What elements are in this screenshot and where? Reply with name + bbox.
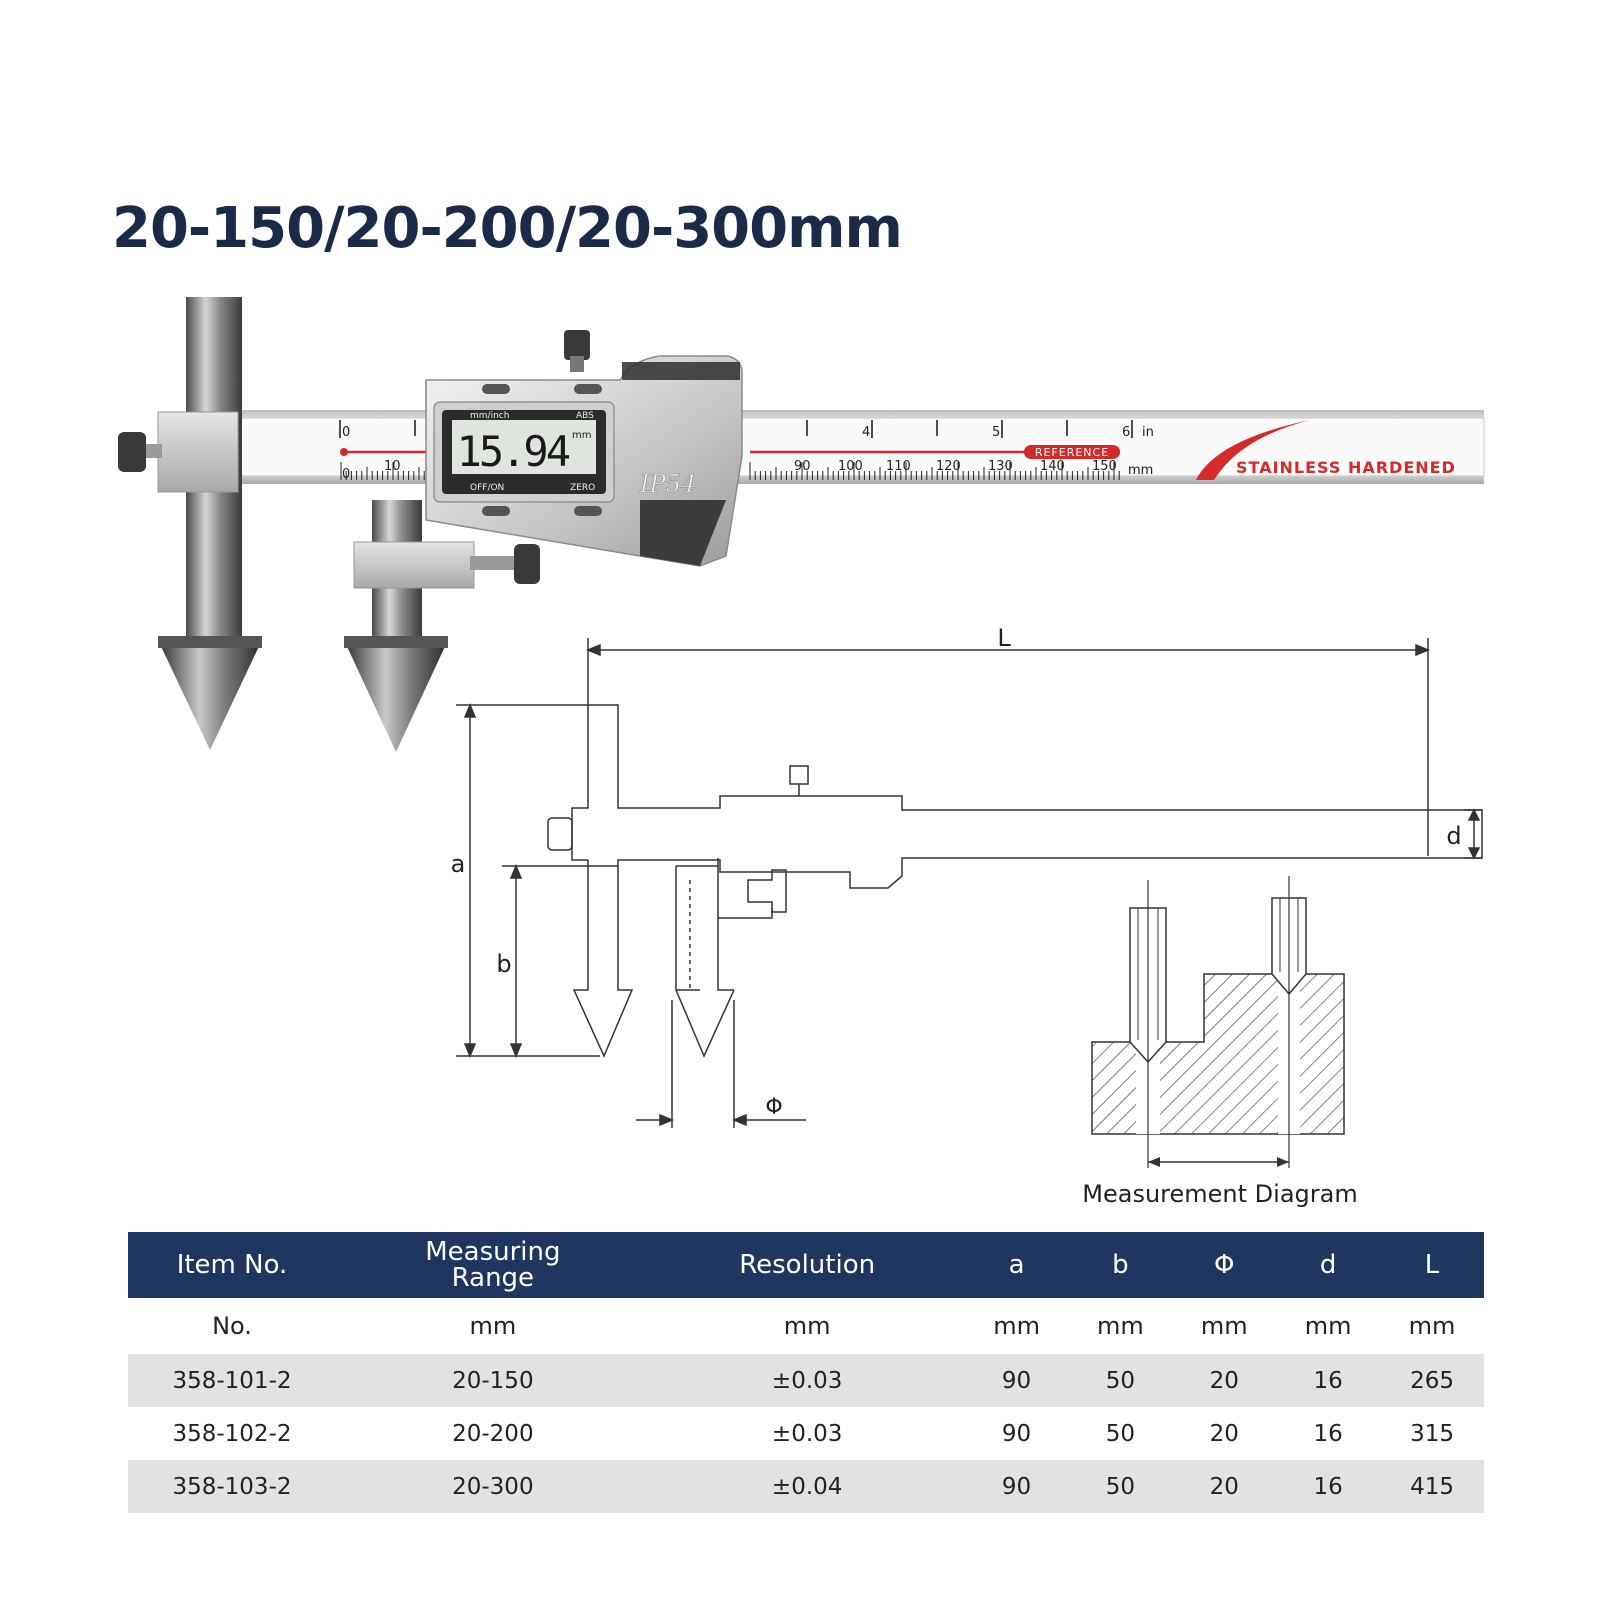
header-a: a [964, 1232, 1069, 1298]
inch-scale [339, 420, 1133, 438]
mm-tick-110: 110 [886, 459, 911, 474]
table-row: 358-103-2 20-300 ±0.04 90 50 20 16 415 [128, 1460, 1484, 1513]
power-button[interactable] [482, 506, 510, 516]
header-L: L [1380, 1232, 1484, 1298]
spec-table: Item No. Measuring Range Resolution a b … [128, 1232, 1484, 1513]
header-measuring-range: Measuring Range [336, 1232, 650, 1298]
reference-label: REFERENCE [1035, 446, 1109, 459]
zero-button[interactable] [574, 506, 602, 516]
measurement-diagram [1091, 876, 1345, 1168]
table-cell: 50 [1068, 1460, 1173, 1513]
reference-badge [1024, 445, 1120, 459]
table-cell: 50 [1068, 1354, 1173, 1407]
brand-swoosh [1196, 420, 1310, 480]
table-row: 358-101-2 20-150 ±0.03 90 50 20 16 265 [128, 1354, 1484, 1407]
inch-tick-0: 0 [342, 425, 350, 440]
lcd-zero-label: ZERO [570, 483, 595, 493]
mm-tick-150: 150 [1092, 459, 1117, 474]
sliding-clamp-block [353, 541, 475, 589]
mm-unit-label: mm [1128, 463, 1153, 478]
right-locking-screw-icon [514, 544, 540, 584]
mm-tick-100: 100 [838, 459, 863, 474]
table-cell: ±0.03 [771, 1420, 843, 1447]
label-L: L [997, 624, 1011, 652]
table-cell: mm [1408, 1312, 1456, 1340]
mm-tick-90: 90 [794, 459, 811, 474]
table-cell: 90 [964, 1354, 1069, 1407]
table-cell: 20 [1172, 1354, 1277, 1407]
mm-scale [340, 462, 1120, 480]
measurement-caption: Measurement Diagram [1082, 1180, 1357, 1208]
mm-tick-120: 120 [936, 459, 961, 474]
left-locking-screw-icon [118, 432, 146, 472]
fine-adjust-wheel-icon[interactable] [564, 330, 590, 360]
lcd-power-label: OFF/ON [470, 483, 504, 493]
technical-drawing [456, 638, 1483, 1128]
header-phi: Φ [1172, 1232, 1277, 1298]
table-cell: 358-101-2 [128, 1354, 336, 1407]
mm-tick-140: 140 [1040, 459, 1065, 474]
mode-button[interactable] [482, 384, 510, 394]
table-cell: ±0.03 [649, 1354, 965, 1407]
header-b: b [1068, 1232, 1173, 1298]
table-cell: ±0.04 [649, 1460, 965, 1513]
label-b: b [496, 950, 511, 978]
table-cell: mm [1097, 1312, 1144, 1340]
table-cell: 50 [1105, 1420, 1136, 1447]
page-title: 20-150/20-200/20-300mm [112, 196, 903, 261]
table-cell: No. [212, 1312, 252, 1340]
table-cell: 20-200 [452, 1420, 534, 1447]
table-cell: mm [993, 1312, 1040, 1340]
label-phi: Φ [765, 1095, 782, 1120]
table-cell: 16 [1276, 1354, 1381, 1407]
table-cell: 20 [1172, 1460, 1277, 1513]
table-cell: 358-103-2 [128, 1460, 336, 1513]
right-cone-tip [344, 640, 448, 752]
label-d: d [1446, 822, 1461, 850]
mm-tick-10: 10 [384, 459, 401, 474]
table-cell: 90 [1001, 1420, 1032, 1447]
brand-line: STAINLESS HARDENED [1236, 458, 1456, 477]
table-header-row: Item No. Measuring Range Resolution a b … [128, 1232, 1484, 1298]
table-cell: 315 [1410, 1420, 1454, 1447]
inch-tick-4: 4 [862, 425, 870, 440]
lcd-abs-label: ABS [576, 411, 594, 421]
mm-tick-0: 0 [342, 467, 350, 482]
table-cell: 16 [1313, 1420, 1343, 1447]
table-row: 358-102-2 20-200 ±0.03 90 50 20 16 315 [128, 1407, 1484, 1460]
label-a: a [451, 850, 466, 878]
table-cell: 90 [964, 1460, 1069, 1513]
table-cell: mm [1304, 1312, 1352, 1340]
left-clamp-block [157, 411, 239, 493]
table-cell: 16 [1276, 1460, 1381, 1513]
table-cell: 20-300 [336, 1460, 650, 1513]
left-cone-tip [158, 640, 262, 750]
mm-tick-130: 130 [988, 459, 1013, 474]
lcd-mode-label: mm/inch [470, 411, 509, 421]
abs-button[interactable] [574, 384, 602, 394]
inch-tick-6: 6 [1122, 425, 1130, 440]
inch-tick-5: 5 [992, 425, 1000, 440]
lcd-unit: mm [572, 430, 591, 441]
lcd-reading: 15.94 [457, 427, 570, 476]
table-units-row: No. mm mm mm mm mm mm mm [128, 1298, 1484, 1354]
table-cell: 358-102-2 [172, 1420, 292, 1447]
table-cell: 20 [1209, 1420, 1239, 1447]
header-resolution: Resolution [649, 1232, 965, 1298]
table-cell: 20-150 [336, 1354, 650, 1407]
table-cell: 265 [1380, 1354, 1484, 1407]
product-artwork: 0 4 5 6 in REFERENCE 0 10 90 100 110 120… [118, 297, 1485, 1208]
table-cell: 415 [1380, 1460, 1484, 1513]
table-cell: mm [1200, 1312, 1248, 1340]
ip-rating: IP54 [639, 470, 696, 498]
header-d: d [1276, 1232, 1381, 1298]
header-item-no: Item No. [128, 1232, 336, 1298]
table-cell: mm [469, 1312, 517, 1340]
inch-unit-label: in [1142, 425, 1154, 440]
table-cell: mm [783, 1312, 831, 1340]
